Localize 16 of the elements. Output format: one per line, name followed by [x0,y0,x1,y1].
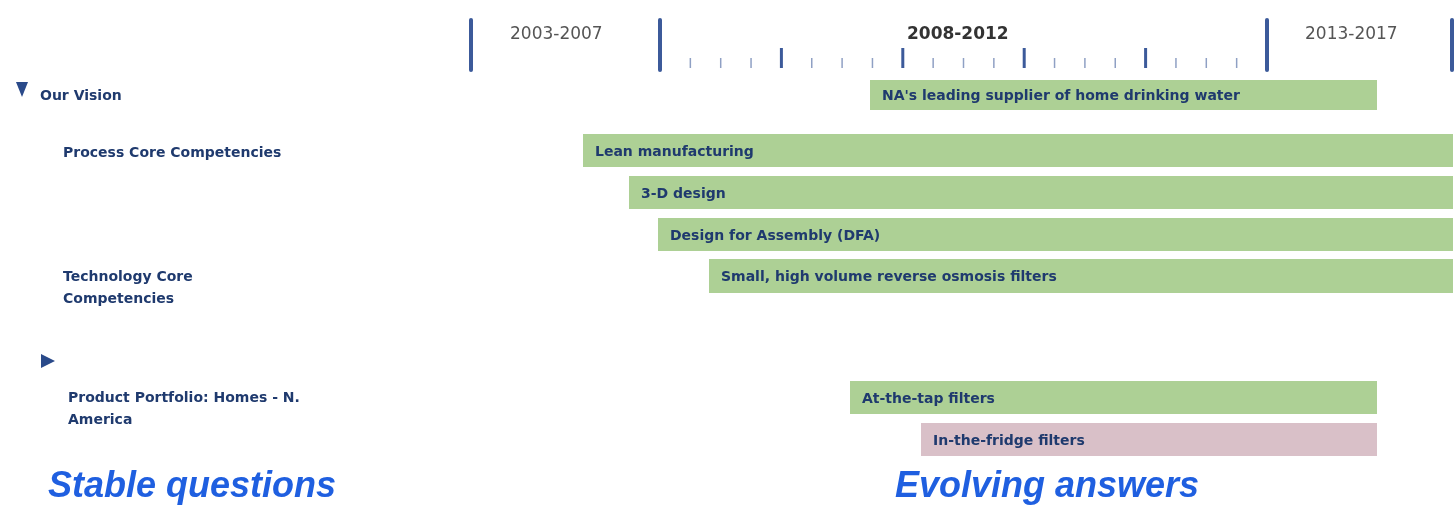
caption-text: Evolving answers [895,465,1200,505]
caption-text: Stable questions [48,465,337,505]
timeline-bar: 3-D design [629,176,1453,209]
timeline-bar: At-the-tap filters [850,381,1377,414]
timeline-bar: Design for Assembly (DFA) [658,218,1453,251]
row-label: Process Core Competencies [63,143,282,162]
row-label: Product Portfolio: Homes - N. America [68,388,301,430]
timeline-bar: In-the-fridge filters [921,423,1377,456]
period-label: 2013-2017 [1305,22,1398,45]
row-label: Technology Core Competencies [63,267,194,309]
timeline-bar: Small, high volume reverse osmosis filters [709,259,1453,293]
period-label: 2008-2012 [907,22,1009,45]
timeline-bar: Lean manufacturing [583,134,1453,167]
row-label: Our Vision [40,86,122,105]
period-label: 2003-2007 [510,22,603,45]
timeline-bar: NA's leading supplier of home drinking water [870,80,1377,110]
